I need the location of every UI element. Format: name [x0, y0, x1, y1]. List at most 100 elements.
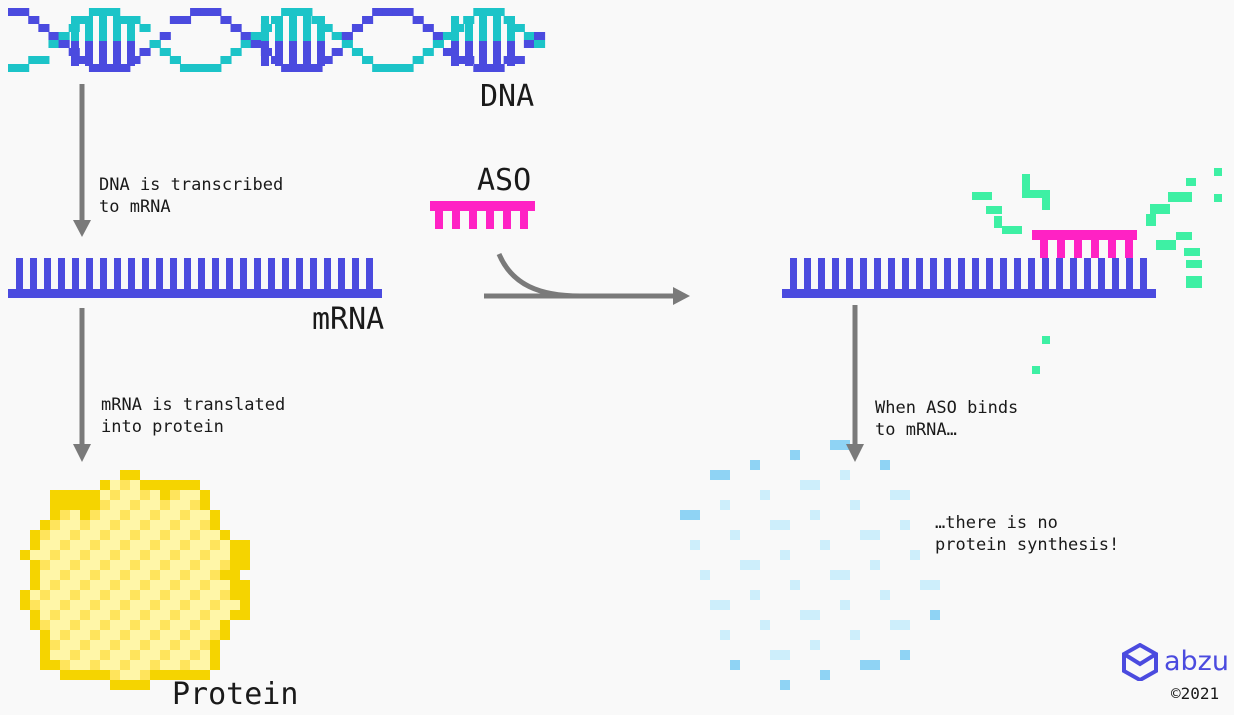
- ghost-pixel: [910, 550, 920, 560]
- protein-pixel: [50, 610, 60, 620]
- dna-strand-a-segment: [473, 64, 485, 72]
- protein-pixel: [100, 510, 110, 520]
- protein-label: Protein: [172, 677, 299, 712]
- protein-pixel: [150, 510, 160, 520]
- dna-base-pair: [479, 41, 487, 66]
- protein-pixel: [70, 490, 80, 500]
- protein-pixel: [40, 650, 50, 660]
- mrna-base: [1098, 258, 1105, 289]
- protein-pixel: [180, 540, 190, 550]
- protein-pixel: [100, 560, 110, 570]
- dna-base-pair: [71, 41, 79, 66]
- protein-pixel: [190, 600, 200, 610]
- protein-pixel: [200, 620, 210, 630]
- protein-pixel: [110, 570, 120, 580]
- dna-base-pair: [127, 41, 135, 66]
- protein-pixel: [210, 660, 220, 670]
- protein-pixel: [160, 640, 170, 650]
- protein-pixel: [130, 640, 140, 650]
- protein-pixel: [190, 670, 200, 680]
- protein-pixel: [160, 530, 170, 540]
- protein-pixel: [150, 540, 160, 550]
- binding-note: When ASO binds to mRNA…: [875, 397, 1018, 441]
- protein-pixel: [160, 600, 170, 610]
- mrna-base: [986, 258, 993, 289]
- protein-pixel: [130, 610, 140, 620]
- dna-strand-a-segment: [220, 16, 232, 24]
- protein-pixel: [20, 600, 30, 610]
- dna-strand-b-segment: [372, 64, 384, 72]
- ghost-pixel: [840, 470, 850, 480]
- protein-pixel: [210, 540, 220, 550]
- mrna-base: [254, 258, 261, 289]
- protein-pixel: [90, 540, 100, 550]
- ghost-pixel: [860, 660, 880, 670]
- protein-pixel: [110, 650, 120, 660]
- mrna-base: [338, 258, 345, 289]
- protein-pixel: [130, 530, 140, 540]
- protein-pixel: [170, 550, 180, 560]
- protein-pixel: [30, 580, 40, 590]
- protein-pixel: [190, 640, 200, 650]
- protein-pixel: [230, 580, 240, 590]
- protein-pixel: [100, 600, 110, 610]
- protein-pixel: [140, 650, 150, 660]
- mrna-base: [198, 258, 205, 289]
- protein-pixel: [180, 640, 190, 650]
- protein-pixel: [150, 520, 160, 530]
- protein-pixel: [70, 600, 80, 610]
- protein-pixel: [50, 580, 60, 590]
- dna-base-pair: [127, 16, 135, 41]
- dna-base-pair: [465, 41, 473, 66]
- mrna-base: [268, 258, 275, 289]
- dna-base-pair: [451, 16, 459, 41]
- protein-pixel: [130, 650, 140, 660]
- bound-aso-base: [1040, 240, 1048, 258]
- protein-pixel: [90, 550, 100, 560]
- protein-pixel: [80, 610, 90, 620]
- translation-note: mRNA is translated into protein: [101, 394, 285, 438]
- protein-pixel: [190, 530, 200, 540]
- protein-pixel: [40, 630, 50, 640]
- dna-base-pair: [465, 16, 473, 41]
- fragment-pixel: [1186, 260, 1202, 268]
- bound-aso-base: [1091, 240, 1099, 258]
- protein-pixel: [100, 500, 110, 510]
- protein-pixel: [90, 670, 100, 680]
- protein-pixel: [60, 630, 70, 640]
- dna-strand-b-segment: [402, 64, 414, 72]
- protein-pixel: [50, 550, 60, 560]
- mrna-base: [1056, 258, 1063, 289]
- protein-pixel: [170, 490, 180, 500]
- fragment-pixel: [1146, 214, 1156, 226]
- protein-pixel: [100, 570, 110, 580]
- protein-pixel: [190, 510, 200, 520]
- protein-pixel: [190, 520, 200, 530]
- dna-strand-b-segment: [523, 32, 535, 40]
- protein-pixel: [110, 640, 120, 650]
- mrna-base: [1000, 258, 1007, 289]
- protein-pixel: [140, 600, 150, 610]
- translation-line-1: mRNA is translated: [101, 395, 286, 415]
- protein-pixel: [140, 560, 150, 570]
- dna-base-pair: [261, 16, 269, 41]
- protein-pixel: [30, 610, 40, 620]
- protein-pixel: [180, 620, 190, 630]
- protein-pixel: [70, 610, 80, 620]
- protein-pixel: [30, 600, 40, 610]
- dna-base-pair: [261, 41, 269, 66]
- protein-pixel: [100, 490, 110, 500]
- ghost-pixel: [690, 540, 700, 550]
- protein-pixel: [120, 520, 130, 530]
- protein-pixel: [70, 510, 80, 520]
- dna-strand-a-segment: [109, 64, 121, 72]
- protein-pixel: [220, 550, 230, 560]
- dna-strand-a-segment: [493, 64, 505, 72]
- protein-pixel: [140, 660, 150, 670]
- fragment-pixel: [1214, 168, 1222, 176]
- protein-pixel: [110, 500, 120, 510]
- fragment-pixel: [1022, 174, 1030, 198]
- protein-pixel: [110, 620, 120, 630]
- protein-pixel: [30, 560, 40, 570]
- dna-base-pair: [493, 16, 501, 41]
